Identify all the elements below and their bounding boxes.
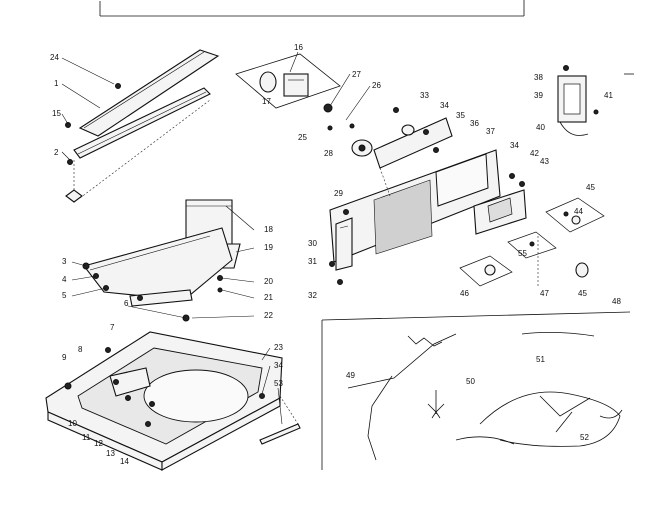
part-label-28: 28: [324, 149, 333, 158]
part-label-35: 35: [456, 111, 465, 120]
part-label-39: 39: [534, 91, 543, 100]
leader-lines: [61, 51, 371, 425]
part-label-24: 24: [50, 53, 59, 62]
part-label-45-top: 45: [586, 183, 595, 192]
part-label-31: 31: [308, 257, 317, 266]
part-label-27: 27: [352, 70, 361, 79]
part-label-11: 11: [82, 433, 91, 442]
part-label-29: 29: [334, 189, 343, 198]
part-label-18: 18: [264, 225, 273, 234]
part-label-7: 7: [110, 323, 115, 332]
control-panel: [329, 107, 501, 285]
part-labels: 24 1 15 2 16 17 27 26 33 34 35 36 37 25 …: [50, 43, 621, 466]
part-label-33: 33: [420, 91, 429, 100]
scan-border: [99, 0, 525, 17]
part-label-34-cabinet: 34: [274, 361, 283, 370]
part-label-4: 4: [62, 275, 67, 284]
part-label-2: 2: [54, 148, 59, 157]
part-label-55: 55: [518, 249, 527, 258]
part-label-15: 15: [52, 109, 61, 118]
top-cabinet: [45, 331, 301, 471]
part-label-26: 26: [372, 81, 381, 90]
part-label-20: 20: [264, 277, 273, 286]
part-label-17: 17: [262, 97, 271, 106]
part-label-43: 43: [540, 157, 549, 166]
part-label-51: 51: [536, 355, 545, 364]
part-label-49: 49: [346, 371, 355, 380]
part-label-46: 46: [460, 289, 469, 298]
part-label-38: 38: [534, 73, 543, 82]
part-label-30: 30: [308, 239, 317, 248]
part-label-50: 50: [466, 377, 475, 386]
timer-motor: [235, 53, 373, 157]
part-label-52: 52: [580, 433, 589, 442]
linkage-assembly: [82, 227, 233, 322]
part-label-37: 37: [486, 127, 495, 136]
part-label-41: 41: [604, 91, 613, 100]
part-label-12: 12: [94, 439, 103, 448]
part-label-16: 16: [294, 43, 303, 52]
part-label-1: 1: [54, 79, 59, 88]
part-label-13: 13: [106, 449, 115, 458]
part-label-5: 5: [62, 291, 67, 300]
part-label-21: 21: [264, 293, 273, 302]
wiring-harness-panel: [321, 311, 631, 470]
part-label-44: 44: [574, 207, 583, 216]
part-label-34-panel: 34: [440, 101, 449, 110]
part-label-42: 42: [530, 149, 539, 158]
part-label-19: 19: [264, 243, 273, 252]
part-label-34-switch: 34: [510, 141, 519, 150]
part-label-14: 14: [120, 457, 129, 466]
part-label-3: 3: [62, 257, 67, 266]
part-label-40: 40: [536, 123, 545, 132]
part-label-32: 32: [308, 291, 317, 300]
part-label-25: 25: [298, 133, 307, 142]
part-label-6: 6: [124, 299, 129, 308]
part-label-9: 9: [62, 353, 67, 362]
part-label-23: 23: [274, 343, 283, 352]
lid-panel: [65, 49, 220, 203]
part-label-22: 22: [264, 311, 273, 320]
part-label-10: 10: [68, 419, 77, 428]
part-label-48: 48: [612, 297, 621, 306]
part-label-45-bottom: 45: [578, 289, 587, 298]
part-label-47: 47: [540, 289, 549, 298]
pressure-switch-bracket: [557, 65, 634, 136]
part-label-8: 8: [78, 345, 83, 354]
switch-assembly: [459, 173, 605, 287]
part-label-36: 36: [470, 119, 479, 128]
part-label-53: 53: [274, 379, 283, 388]
